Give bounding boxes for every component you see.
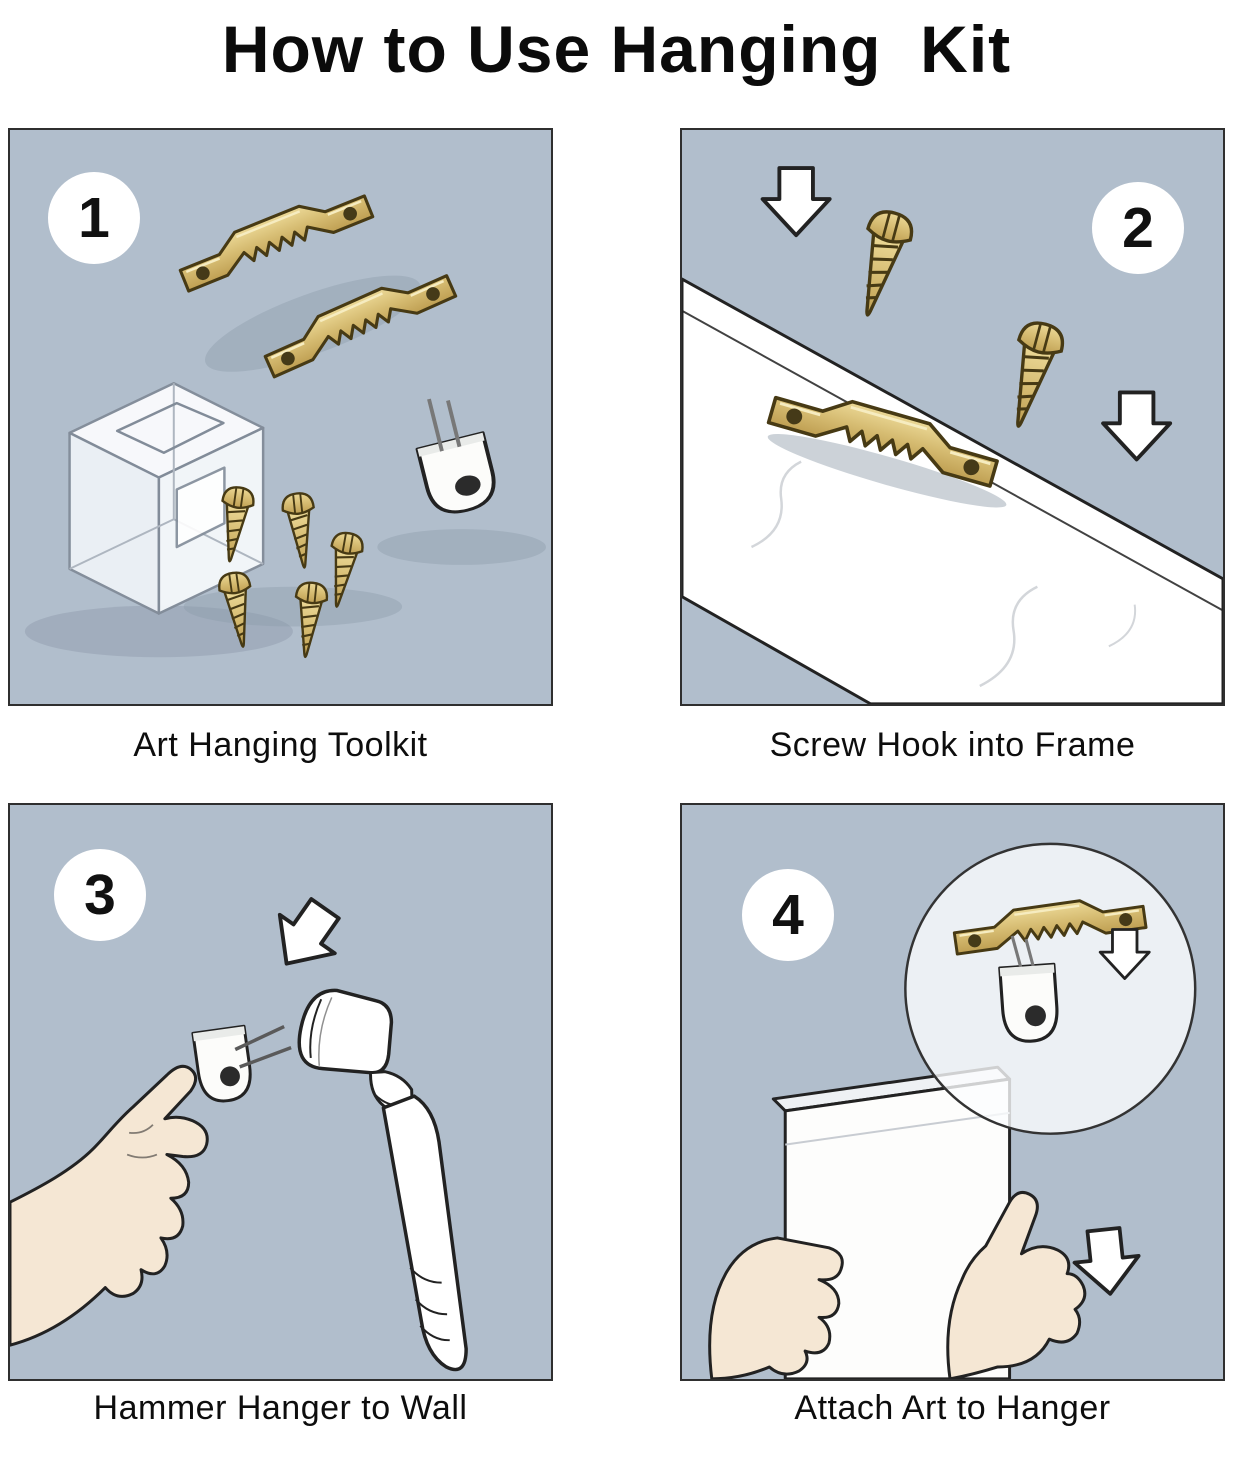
screw-icon xyxy=(844,205,918,323)
hand-icon xyxy=(946,1190,1087,1379)
caption-step-4: Attach Art to Hanger xyxy=(794,1388,1111,1427)
step-2-badge: 2 xyxy=(1092,181,1184,274)
screw-icon xyxy=(280,490,322,571)
screw-icon xyxy=(995,316,1069,434)
panels-row-bottom: 3 Hammer Hanger to Wall xyxy=(0,802,1233,1435)
panel-step-2: 2 xyxy=(680,127,1225,706)
acrylic-box-icon xyxy=(68,381,265,615)
shadow xyxy=(767,433,1007,508)
down-arrow-icon xyxy=(1101,390,1173,462)
hammer-icon xyxy=(297,988,468,1372)
shadow xyxy=(24,605,293,658)
magnifier-circle xyxy=(904,842,1197,1135)
page-title: How to Use Hanging Kit xyxy=(221,12,1012,86)
panels-row-top: 1 Art Hanging Toolkit xyxy=(0,127,1233,803)
panel-step-1: 1 xyxy=(8,127,553,706)
shadow xyxy=(183,586,403,627)
instruction-sheet: How to Use Hanging Kit xyxy=(0,12,1233,1460)
wall-hanger-icon xyxy=(998,935,1061,1045)
hand-icon xyxy=(10,1064,209,1347)
illustration-art-hanging-toolkit xyxy=(24,180,547,660)
caption-step-3: Hammer Hanger to Wall xyxy=(93,1388,468,1427)
sawtooth-hanger-icon xyxy=(173,180,375,293)
panel-step-4: 4 xyxy=(680,802,1225,1381)
caption-step-2: Screw Hook into Frame xyxy=(769,725,1136,764)
down-arrow-icon xyxy=(760,165,832,237)
illustration-screw-hook-into-frame xyxy=(682,165,1223,704)
step-4-badge: 4 xyxy=(742,868,834,961)
caption-step-1: Art Hanging Toolkit xyxy=(133,725,428,764)
wall-hanger-icon xyxy=(415,398,502,521)
illustration-attach-art-to-hanger xyxy=(708,842,1197,1379)
wall-hanger-icon xyxy=(191,1024,292,1106)
step-3-badge: 3 xyxy=(54,848,146,941)
down-left-arrow-icon xyxy=(257,887,355,985)
hand-icon xyxy=(708,1236,844,1379)
shadow xyxy=(377,529,547,565)
illustration-hammer-hanger-to-wall xyxy=(10,887,468,1372)
panel-step-3: 3 xyxy=(8,802,553,1381)
step-1-badge: 1 xyxy=(48,171,140,264)
